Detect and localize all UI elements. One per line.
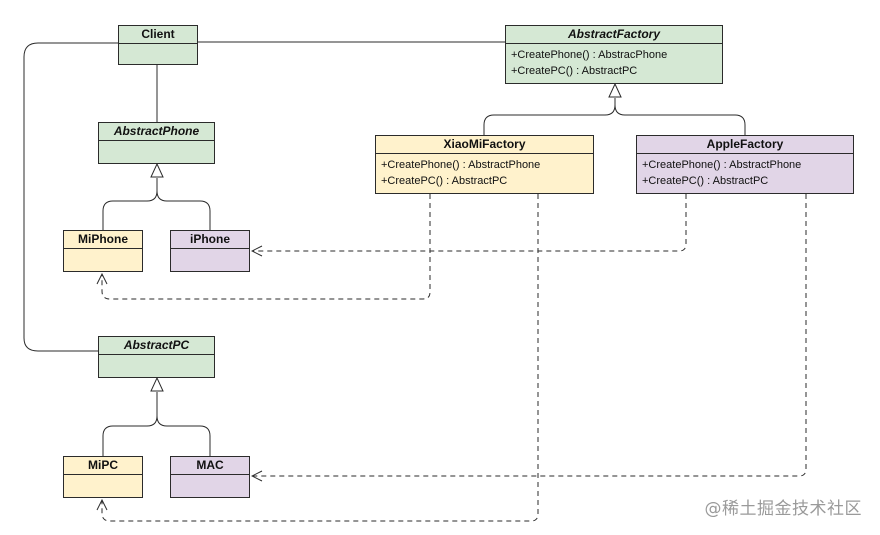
- abstract-phone-class[interactable]: AbstractPhone: [98, 122, 215, 164]
- abstract-pc-class[interactable]: AbstractPC: [98, 336, 215, 378]
- miphone-class[interactable]: MiPhone: [63, 230, 143, 272]
- abstract-factory-op-create-phone: +CreatePhone() : AbstracPhone: [511, 49, 668, 61]
- apple-factory-class[interactable]: AppleFactory +CreatePhone() : AbstractPh…: [636, 135, 854, 194]
- apple-creates-mac-dependency: [252, 194, 807, 476]
- apple-factory-class-name: AppleFactory: [637, 136, 853, 154]
- miphone-class-name: MiPhone: [64, 231, 142, 249]
- pc-generalization-triangle: [150, 376, 164, 392]
- abstract-factory-class[interactable]: AbstractFactory +CreatePhone() : Abstrac…: [505, 25, 723, 84]
- mac-class-name: MAC: [171, 457, 249, 475]
- xiaomi-factory-class-name: XiaoMiFactory: [376, 136, 593, 154]
- mipc-generalization: [102, 392, 158, 456]
- mipc-class-name: MiPC: [64, 457, 142, 475]
- apple-factory-generalization: [614, 104, 746, 135]
- factory-generalization-triangle: [608, 82, 622, 98]
- client-class-name: Client: [119, 26, 197, 44]
- iphone-class[interactable]: iPhone: [170, 230, 250, 272]
- iphone-generalization: [156, 190, 211, 230]
- apple-factory-op-create-phone: +CreatePhone() : AbstractPhone: [642, 159, 802, 171]
- client-abstractpc-association: [23, 42, 118, 352]
- xiaomi-factory-op-create-pc: +CreatePC() : AbstractPC: [381, 175, 508, 187]
- abstract-factory-class-name: AbstractFactory: [506, 26, 722, 44]
- mac-class[interactable]: MAC: [170, 456, 250, 498]
- mac-generalization: [156, 415, 211, 456]
- xiaomi-creates-mipc-dependency: [102, 194, 539, 522]
- xiaomi-factory-class[interactable]: XiaoMiFactory +CreatePhone() : AbstractP…: [375, 135, 594, 194]
- iphone-class-name: iPhone: [171, 231, 249, 249]
- phone-generalization-triangle: [150, 162, 164, 178]
- apple-factory-op-create-pc: +CreatePC() : AbstractPC: [642, 175, 769, 187]
- watermark: @稀土掘金技术社区: [704, 499, 862, 519]
- miphone-generalization: [102, 178, 158, 230]
- abstract-factory-op-create-pc: +CreatePC() : AbstractPC: [511, 65, 638, 77]
- mipc-class[interactable]: MiPC: [63, 456, 143, 498]
- xiaomi-creates-miphone-dependency: [102, 194, 431, 300]
- xiaomi-factory-op-create-phone: +CreatePhone() : AbstractPhone: [381, 159, 541, 171]
- apple-creates-iphone-dependency: [252, 194, 687, 251]
- client-class[interactable]: Client: [118, 25, 198, 65]
- abstract-phone-class-name: AbstractPhone: [99, 123, 214, 141]
- abstract-pc-class-name: AbstractPC: [99, 337, 214, 355]
- xiaomi-factory-generalization: [483, 98, 616, 135]
